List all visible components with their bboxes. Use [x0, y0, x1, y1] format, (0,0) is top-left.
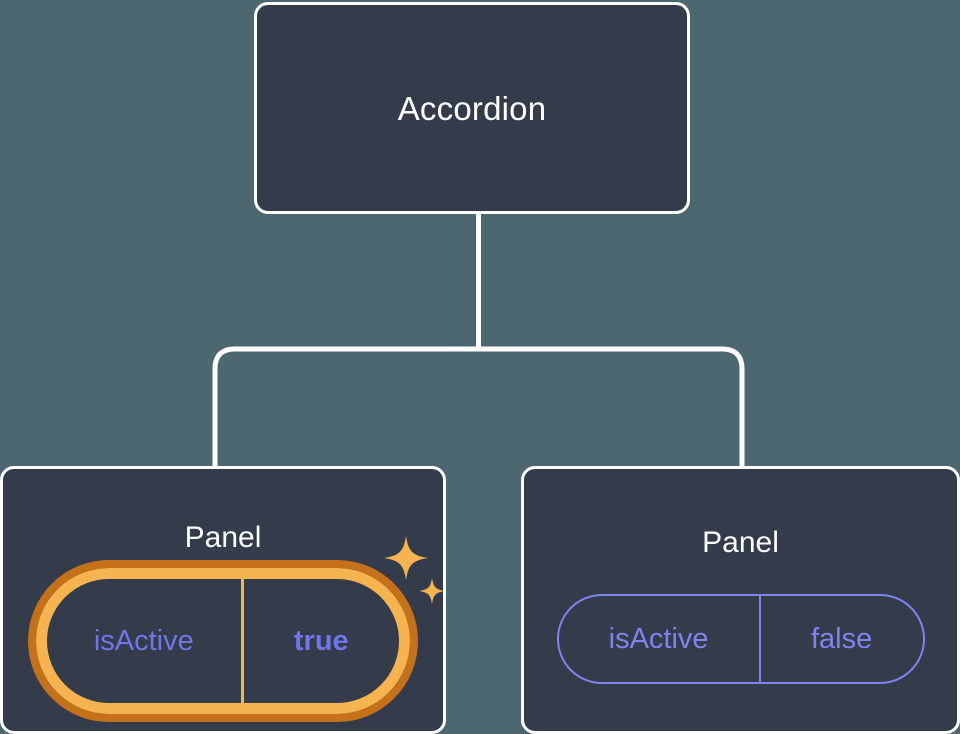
prop-key-label: isActive — [93, 624, 194, 657]
prop-pill-isactive-false[interactable]: isActive false — [556, 594, 925, 684]
prop-value-label: true — [240, 579, 399, 703]
node-panel-right-label: Panel — [702, 526, 779, 559]
prop-key-label: isActive — [608, 622, 709, 655]
node-panel-right[interactable]: Panel isActive false — [521, 466, 960, 734]
prop-value-label: false — [758, 596, 923, 682]
node-panel-left-label: Panel — [184, 521, 262, 554]
prop-pill-isactive-true[interactable]: isActive true — [28, 560, 418, 722]
node-accordion-label: Accordion — [397, 89, 547, 127]
connector-branch-right — [478, 346, 745, 468]
node-accordion[interactable]: Accordion — [254, 2, 690, 214]
connector-branch-left — [212, 346, 479, 468]
